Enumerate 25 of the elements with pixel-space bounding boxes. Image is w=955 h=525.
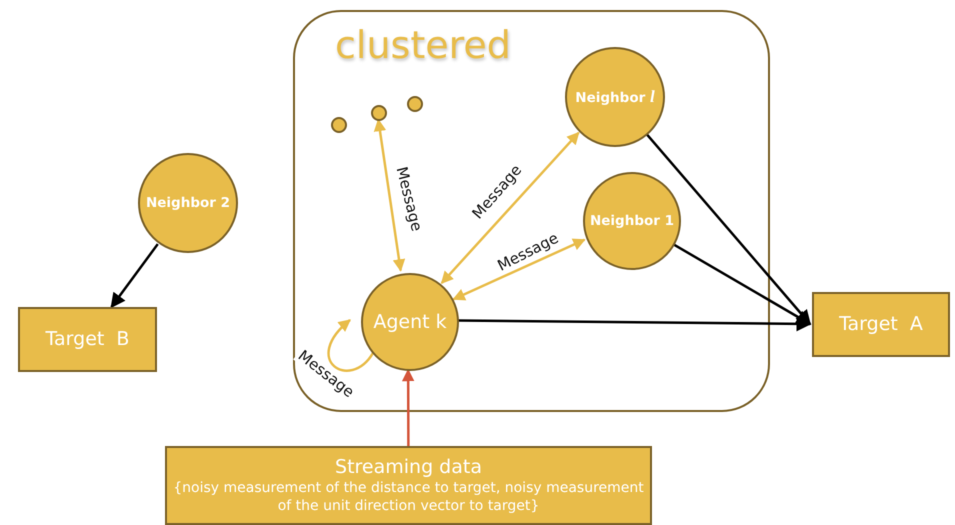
node-label: Neighbor 1 [590,213,674,229]
double-arrow [374,118,406,272]
target-box [18,307,157,372]
loop-arrow [327,319,374,372]
arrow [458,316,812,332]
arrow [110,243,159,308]
small-circle [407,96,423,112]
arrow [402,368,414,446]
double-arrow [440,132,580,284]
node-label: Target A [839,313,923,336]
data-source-box [165,446,652,525]
box-heading: Streaming data [335,456,482,479]
small-circle [331,117,347,133]
node-label: Neighbor 2 [146,195,230,211]
node-label: Target B [46,328,130,351]
node-label: Neighbor l [575,87,655,107]
target-box [812,292,950,357]
arrow [672,243,812,326]
cluster-title: clustered [335,26,511,64]
arrow [645,132,811,326]
double-arrow [452,238,586,300]
box-description: {noisy measurement of the distance to target, noisy measurement of the unit direction vector to target} [172,478,645,516]
small-circle [371,105,387,121]
cluster-frame [293,10,770,412]
node-label: Agent k [373,311,447,333]
